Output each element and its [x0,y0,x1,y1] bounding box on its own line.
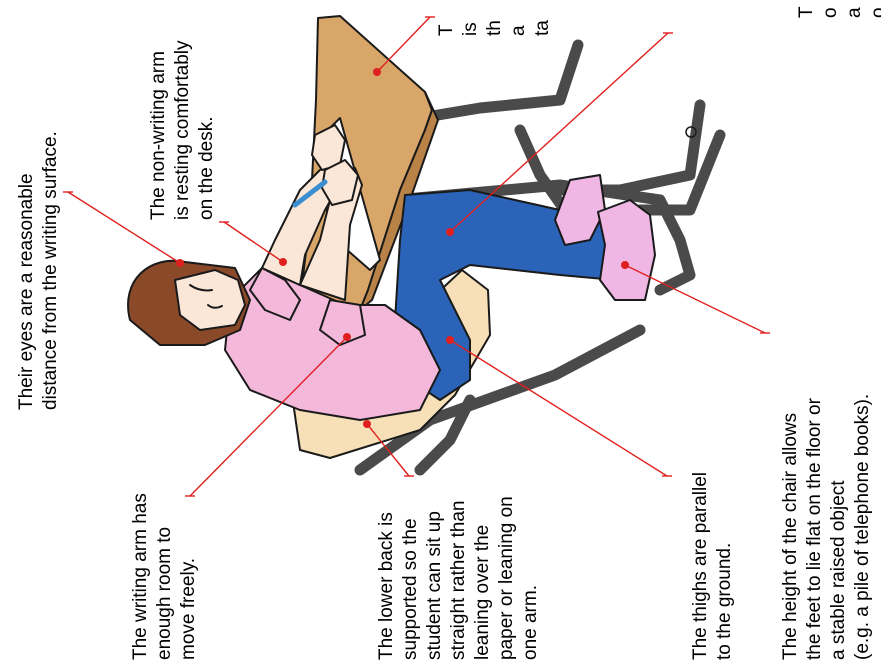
label-lower-back-line: supported so the [400,518,421,660]
label-non-writing-arm: The non-writing arm is resting comfortab… [148,35,217,220]
label-writing-arm-line: enough room to [154,527,175,660]
label-desk-partial-line: T [436,24,457,36]
label-eyes: Their eyes are a reasonable distance fro… [16,131,61,410]
label-non-writing-arm-line: The non-writing arm [148,51,169,220]
label-lower-back: The lower back is supported so the stude… [376,491,541,660]
label-thighs-line: The thighs are parallel [690,472,711,660]
label-lower-back-line: straight rather than [448,501,469,660]
label-chair-height-line: a stable raised object [828,480,849,660]
label-thighs: The thighs are parallel to the ground. [690,467,735,660]
head [128,261,250,345]
label-desk-partial-line: is [460,22,481,36]
label-lower-back-line: leaning over the [472,525,493,660]
label-chair-height-line: (e.g. a pile of telephone books). [852,394,873,660]
illustration [128,16,720,470]
label-lower-back-line: The lower back is [376,512,397,660]
label-right-partial-line: T [796,6,817,18]
label-desk-partial-line: a [508,25,529,36]
label-writing-arm-line: The writing arm has [130,493,151,660]
label-eyes-line: Their eyes are a reasonable [16,173,37,410]
label-lower-back-line: student can sit up [424,511,445,660]
label-lower-back-line: paper or leaning on [496,496,517,660]
label-desk-partial: T is th a ta [436,15,553,36]
label-non-writing-arm-line: on the desk. [196,116,217,220]
label-writing-arm-line: move freely. [178,558,199,660]
leader-desk [373,17,435,76]
label-chair-height-line: the feet to lie flat on the floor or [804,397,825,660]
label-thighs-line: to the ground. [714,543,735,660]
label-right-partial-line: o [820,7,841,18]
label-right-partial: T o a o [796,1,881,18]
label-desk-partial-line: ta [532,20,553,36]
label-chair-height: The height of the chair allows the feet … [780,393,873,660]
label-eyes-line: distance from the writing surface. [40,131,61,410]
label-right-partial-line: o [868,7,881,18]
label-lower-back-line: one arm. [520,585,541,660]
label-desk-partial-line: th [484,20,505,36]
label-right-partial-line: a [844,7,865,18]
label-non-writing-arm-line: is resting comfortably [172,40,193,220]
label-writing-arm: The writing arm has enough room to move … [130,488,199,660]
label-chair-height-line: The height of the chair allows [780,413,801,660]
